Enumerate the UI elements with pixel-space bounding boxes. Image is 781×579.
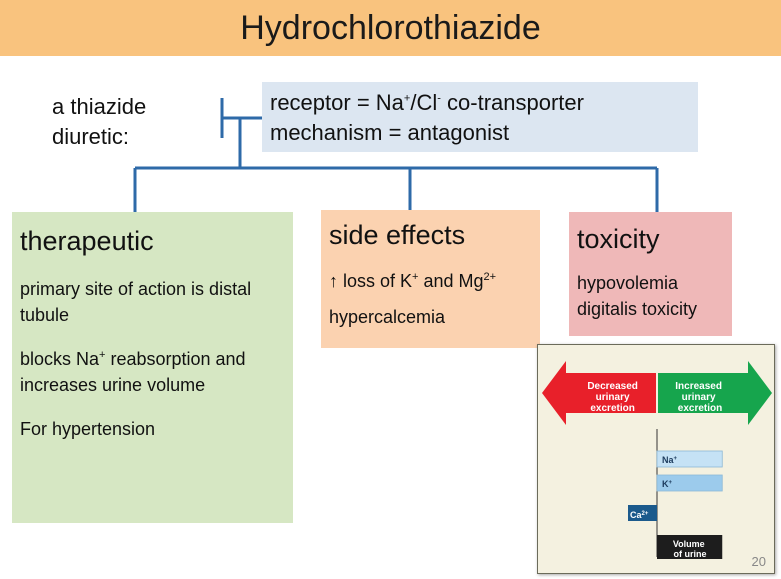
svg-text:Decreased urinary: Decreased urinary excretion Increased ur… <box>587 381 724 414</box>
excretion-chart: Decreased urinary excretion Increased ur… <box>542 361 772 559</box>
drug-class-line2: diuretic: <box>52 124 130 149</box>
loss-sup-k: + <box>412 271 419 283</box>
volume-label-line1: Volume <box>673 539 705 549</box>
svg-text:Ca2+: Ca2+ <box>630 510 649 520</box>
toxicity-box: toxicity hypovolemia digitalis toxicity <box>569 212 732 336</box>
receptor-sup-cl: - <box>437 92 441 105</box>
loss-mid: and Mg <box>418 271 484 291</box>
toxicity-hypovolemia: hypovolemia <box>577 273 679 293</box>
blocks-suffix: reabsorption and increases urine volume <box>20 349 246 395</box>
toxicity-digitalis: digitalis toxicity <box>577 299 698 319</box>
drug-class-label: a thiazide diuretic: <box>52 92 192 152</box>
side-effect-loss: ↑ loss of K+ and Mg2+ <box>329 268 532 294</box>
side-effect-hypercalcemia: hypercalcemia <box>329 307 446 327</box>
decreased-excretion-arrow <box>542 361 656 425</box>
decreased-line2: urinary <box>596 392 630 403</box>
svg-text:Na+: Na+ <box>662 455 678 465</box>
page-title: Hydrochlorothiazide <box>0 0 781 56</box>
receptor-mechanism-box: receptor = Na+/Cl- co-transporter mechan… <box>262 82 698 152</box>
k-label: K <box>662 479 669 489</box>
na-label: Na <box>662 455 674 465</box>
receptor-mid: /Cl <box>410 90 438 115</box>
mechanism-line: mechanism = antagonist <box>270 120 510 145</box>
volume-label-line2: of urine <box>674 549 707 559</box>
blocks-sup: + <box>99 349 106 361</box>
increased-line1: Increased <box>675 381 722 392</box>
increased-line3: excretion <box>678 403 722 414</box>
receptor-suffix: co-transporter <box>440 90 584 115</box>
therapeutic-box: therapeutic primary site of action is di… <box>12 212 293 523</box>
decreased-line1: Decreased <box>587 381 638 392</box>
ca-bar <box>628 505 657 521</box>
na-bar <box>656 450 723 468</box>
therapeutic-item-site: primary site of action is distal tubule <box>20 279 252 325</box>
k-bar <box>656 474 723 492</box>
receptor-line: receptor = Na+/Cl- co-transporter <box>270 88 698 118</box>
volume-bar <box>657 535 723 559</box>
ca-label: Ca <box>630 510 642 520</box>
bars-group <box>628 450 723 559</box>
decreased-line3: excretion <box>590 403 634 414</box>
svg-text:K+: K+ <box>662 479 673 489</box>
loss-prefix: ↑ loss of K <box>329 271 413 291</box>
increased-excretion-arrow <box>658 361 772 425</box>
na-label-sup: + <box>674 456 678 462</box>
increased-line2: urinary <box>682 392 716 403</box>
therapeutic-item-hypertension: For hypertension <box>20 419 156 439</box>
therapeutic-item-blocks: blocks Na+ reabsorption and increases ur… <box>20 346 285 398</box>
receptor-prefix: receptor = Na <box>270 90 404 115</box>
svg-text:Volume of urine: Volume of urine <box>673 539 707 559</box>
side-effects-heading: side effects <box>329 220 466 250</box>
blocks-prefix: blocks Na <box>20 349 100 369</box>
loss-sup-mg: 2+ <box>483 271 497 283</box>
page-number: 20 <box>751 554 766 569</box>
ca-label-sup: 2+ <box>642 511 649 517</box>
toxicity-heading: toxicity <box>577 224 660 254</box>
side-effects-box: side effects ↑ loss of K+ and Mg2+ hyper… <box>321 210 540 348</box>
receptor-sup-na: + <box>403 92 411 105</box>
excretion-inset-figure: Decreased urinary excretion Increased ur… <box>537 344 775 574</box>
drug-class-line1: a thiazide <box>52 94 147 119</box>
therapeutic-heading: therapeutic <box>20 226 154 256</box>
k-label-sup: + <box>669 480 673 486</box>
